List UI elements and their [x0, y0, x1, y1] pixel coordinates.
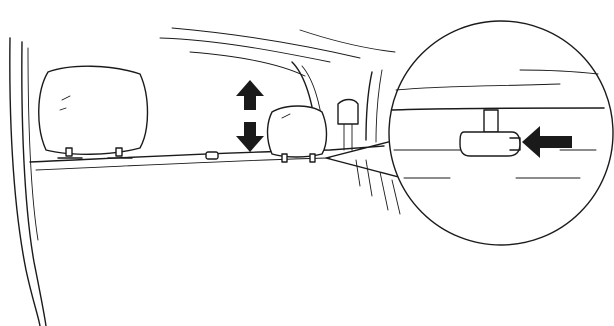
- roof-lines: [160, 28, 395, 76]
- up-down-arrow-icon: [236, 80, 264, 152]
- seat-belt-guide: [338, 100, 358, 151]
- left-pillar: [10, 38, 46, 326]
- left-headrest: [39, 66, 148, 158]
- center-anchor: [206, 152, 218, 159]
- right-headrest: [268, 106, 327, 162]
- detail-magnifier: [389, 21, 613, 245]
